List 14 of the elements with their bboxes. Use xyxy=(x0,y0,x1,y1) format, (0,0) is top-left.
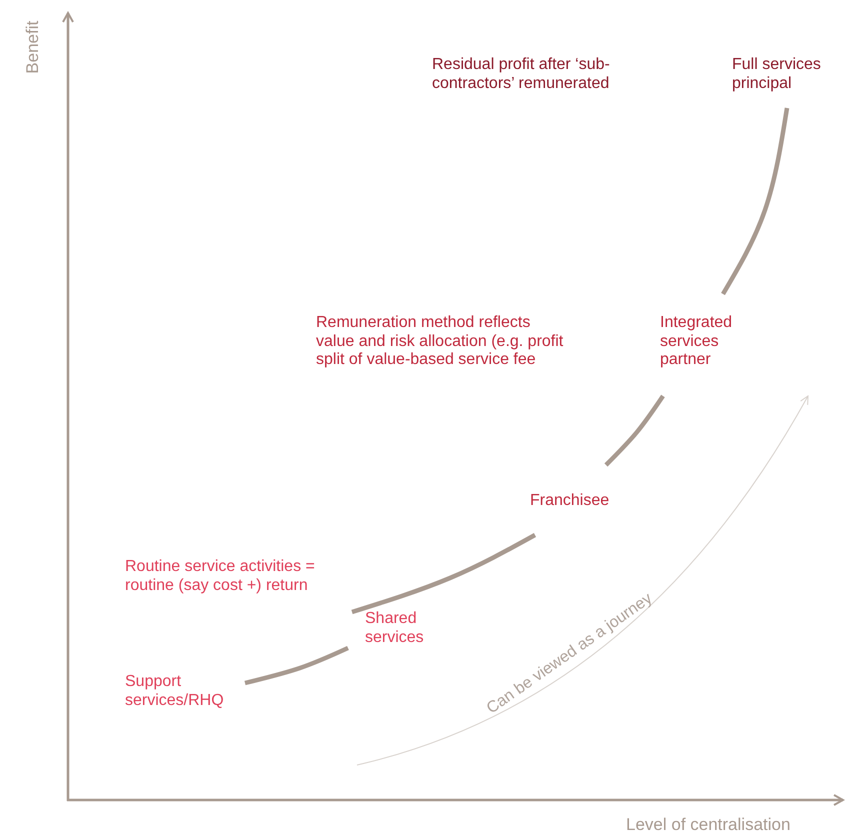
curve-segment xyxy=(351,533,536,614)
annotation: Residual profit after ‘sub-contractors’ remunerated xyxy=(432,56,611,93)
curve-segment xyxy=(721,108,790,296)
stage-label: Support services/RHQ xyxy=(125,673,255,710)
stage-label: Shared services xyxy=(365,610,455,647)
curve-segment xyxy=(244,646,349,686)
annotation: Remuneration method reflects value and risk allocation (e.g. profit split of value-based service fee xyxy=(316,314,564,370)
stage-label: Full services principal xyxy=(732,56,842,93)
axis-title: Benefit xyxy=(24,20,42,76)
annotation: Routine service activities = routine (say cost +) return xyxy=(125,558,316,595)
curve-segment xyxy=(604,394,665,467)
axis-title: Level of centralisation xyxy=(626,816,792,834)
stage-label: Integrated services partner xyxy=(660,314,760,370)
stage-label: Franchisee xyxy=(530,492,640,510)
